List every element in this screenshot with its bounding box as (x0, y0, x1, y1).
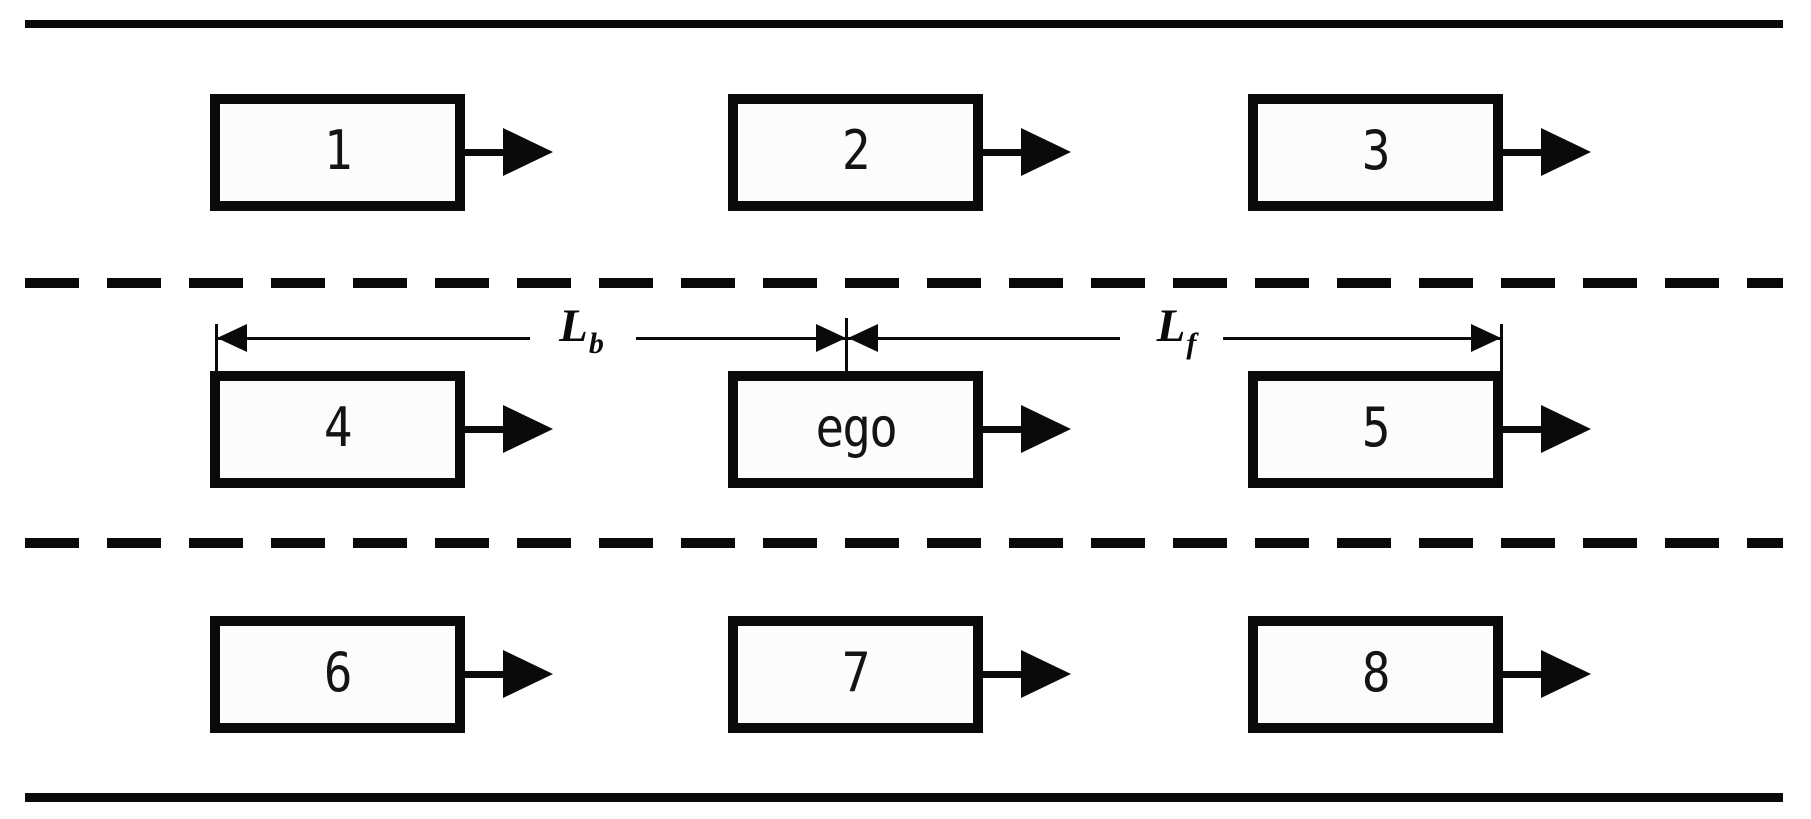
vehicle-5: 5 (1248, 371, 1598, 488)
arrow-head (1541, 650, 1591, 698)
vehicle-4-label: 4 (324, 395, 353, 459)
vehicle-8-label: 8 (1362, 640, 1391, 704)
back-gap-label: Lb (559, 300, 604, 359)
right-arrow-icon (728, 616, 1078, 733)
arrow-stem (465, 149, 505, 156)
right-arrow-icon (1248, 94, 1598, 211)
arrow-head (1541, 405, 1591, 453)
right-arrow-icon (1248, 371, 1598, 488)
dimension-tick-vehicle4-rear (215, 324, 218, 371)
vehicle-8-box: 8 (1248, 616, 1503, 733)
arrow-head (503, 405, 553, 453)
dimension-line-segment (847, 337, 1120, 340)
vehicle-6: 6 (210, 616, 560, 733)
front-gap-label: Lf (1156, 300, 1197, 359)
arrow-stem (1503, 149, 1543, 156)
dimension-arrowhead-left-icon (217, 324, 247, 352)
front-gap-subscript: f (1186, 327, 1197, 360)
dimension-line-segment (1223, 337, 1503, 340)
dimension-arrowhead-left-icon (848, 324, 878, 352)
arrow-head (1021, 650, 1071, 698)
arrow-head (1021, 128, 1071, 176)
vehicle-8: 8 (1248, 616, 1598, 733)
vehicle-7-label: 7 (842, 640, 871, 704)
vehicle-5-label: 5 (1362, 395, 1391, 459)
right-arrow-icon (728, 94, 1078, 211)
arrow-stem (983, 149, 1023, 156)
arrow-head (1021, 405, 1071, 453)
vehicle-ego-box: ego (728, 371, 983, 488)
vehicle-3-box: 3 (1248, 94, 1503, 211)
vehicle-7-box: 7 (728, 616, 983, 733)
vehicle-6-label: 6 (324, 640, 353, 704)
back-gap-symbol: L (559, 300, 588, 352)
dimension-tick-ego-center (845, 318, 848, 371)
vehicle-3-label: 3 (1362, 118, 1391, 182)
vehicle-3: 3 (1248, 94, 1598, 211)
lane-divider-dashed-line-1 (25, 278, 1783, 288)
vehicle-2-box: 2 (728, 94, 983, 211)
arrow-stem (983, 426, 1023, 433)
arrow-head (503, 650, 553, 698)
front-gap-symbol: L (1156, 300, 1186, 352)
dimension-arrowhead-right-icon (816, 324, 846, 352)
arrow-stem (1503, 671, 1543, 678)
vehicle-5-box: 5 (1248, 371, 1503, 488)
vehicle-4-box: 4 (210, 371, 465, 488)
vehicle-6-box: 6 (210, 616, 465, 733)
arrow-stem (1503, 426, 1543, 433)
right-arrow-icon (210, 371, 560, 488)
vehicle-4: 4 (210, 371, 560, 488)
right-arrow-icon (1248, 616, 1598, 733)
vehicle-7: 7 (728, 616, 1078, 733)
road-top-boundary-line (25, 20, 1783, 28)
arrow-head (1541, 128, 1591, 176)
vehicle-2: 2 (728, 94, 1078, 211)
vehicle-1: 1 (210, 94, 560, 211)
arrow-stem (465, 671, 505, 678)
dimension-arrowhead-right-icon (1471, 324, 1501, 352)
right-arrow-icon (210, 94, 560, 211)
arrow-head (503, 128, 553, 176)
dimension-tick-vehicle5-front (1500, 324, 1503, 371)
right-arrow-icon (210, 616, 560, 733)
dimension-line-segment (636, 337, 847, 340)
vehicle-ego-label: ego (815, 395, 897, 459)
vehicle-2-label: 2 (842, 118, 871, 182)
road-bottom-boundary-line (25, 793, 1783, 802)
dimension-line-segment (216, 337, 530, 340)
arrow-stem (983, 671, 1023, 678)
vehicle-ego: ego (728, 371, 1078, 488)
vehicle-1-box: 1 (210, 94, 465, 211)
vehicle-1-label: 1 (324, 118, 353, 182)
arrow-stem (465, 426, 505, 433)
right-arrow-icon (728, 371, 1078, 488)
back-gap-subscript: b (588, 327, 604, 360)
lane-divider-dashed-line-2 (25, 538, 1783, 548)
